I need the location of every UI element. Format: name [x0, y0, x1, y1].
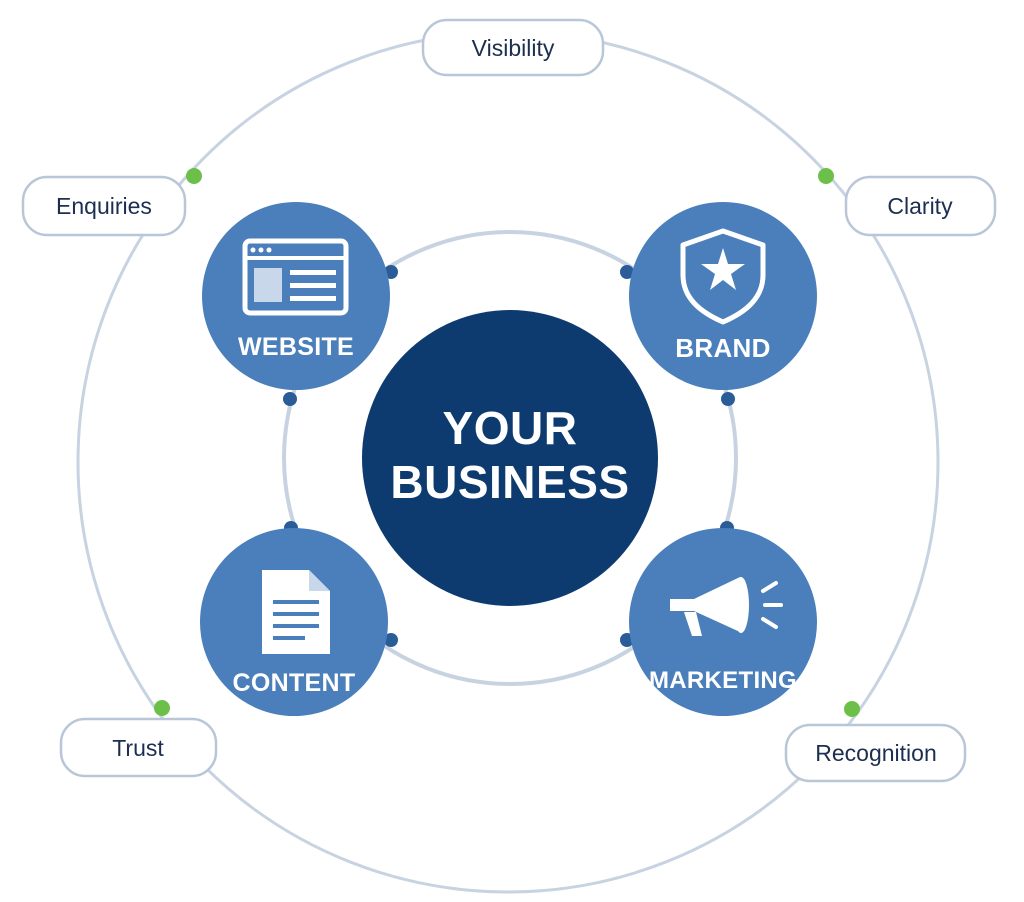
outcome-label-trust: Trust — [112, 735, 164, 761]
node-label-brand: BRAND — [675, 333, 770, 363]
outcome-label-clarity: Clarity — [887, 193, 953, 219]
outcome-dot — [818, 168, 834, 184]
node-brand: BRAND — [629, 202, 817, 390]
outcome-label-enquiries: Enquiries — [56, 193, 152, 219]
center-title-line2: BUSINESS — [390, 456, 629, 508]
outcome-enquiries: Enquiries — [21, 175, 187, 237]
outcome-pill — [21, 175, 187, 237]
connector-dot — [283, 392, 297, 406]
outcome-clarity: Clarity — [844, 175, 997, 237]
outcome-pill — [784, 723, 967, 783]
connector-dot — [620, 265, 634, 279]
document-icon — [262, 570, 330, 654]
center-title-line1: YOUR — [443, 402, 578, 454]
outcome-label-visibility: Visibility — [472, 35, 555, 61]
node-label-marketing: MARKETING — [649, 667, 797, 694]
node-content: CONTENT — [200, 528, 388, 716]
connector-dot — [384, 633, 398, 647]
outcome-dot — [186, 168, 202, 184]
node-label-website: WEBSITE — [238, 333, 354, 361]
outcome-pill — [844, 175, 997, 237]
node-label-content: CONTENT — [233, 669, 356, 697]
node-circle — [629, 202, 817, 390]
outcome-visibility: Visibility — [421, 18, 605, 77]
center-circle — [362, 310, 658, 606]
connector-dot — [721, 392, 735, 406]
outcome-trust: Trust — [59, 717, 218, 778]
inner-ring — [282, 230, 738, 686]
outcome-recognition: Recognition — [784, 723, 967, 783]
node-marketing: MARKETING — [629, 528, 817, 716]
shield-star-icon — [680, 228, 766, 325]
outcome-dot — [844, 701, 860, 717]
browser-window-icon — [242, 238, 349, 316]
outcome-dot — [154, 700, 170, 716]
center-node: YOUR BUSINESS — [362, 310, 658, 606]
node-website: WEBSITE — [202, 202, 390, 390]
outcome-pill — [59, 717, 218, 778]
megaphone-icon — [670, 577, 783, 636]
outcome-dots — [154, 168, 860, 717]
outcome-label-recognition: Recognition — [815, 740, 936, 766]
outcome-pill — [421, 18, 605, 77]
